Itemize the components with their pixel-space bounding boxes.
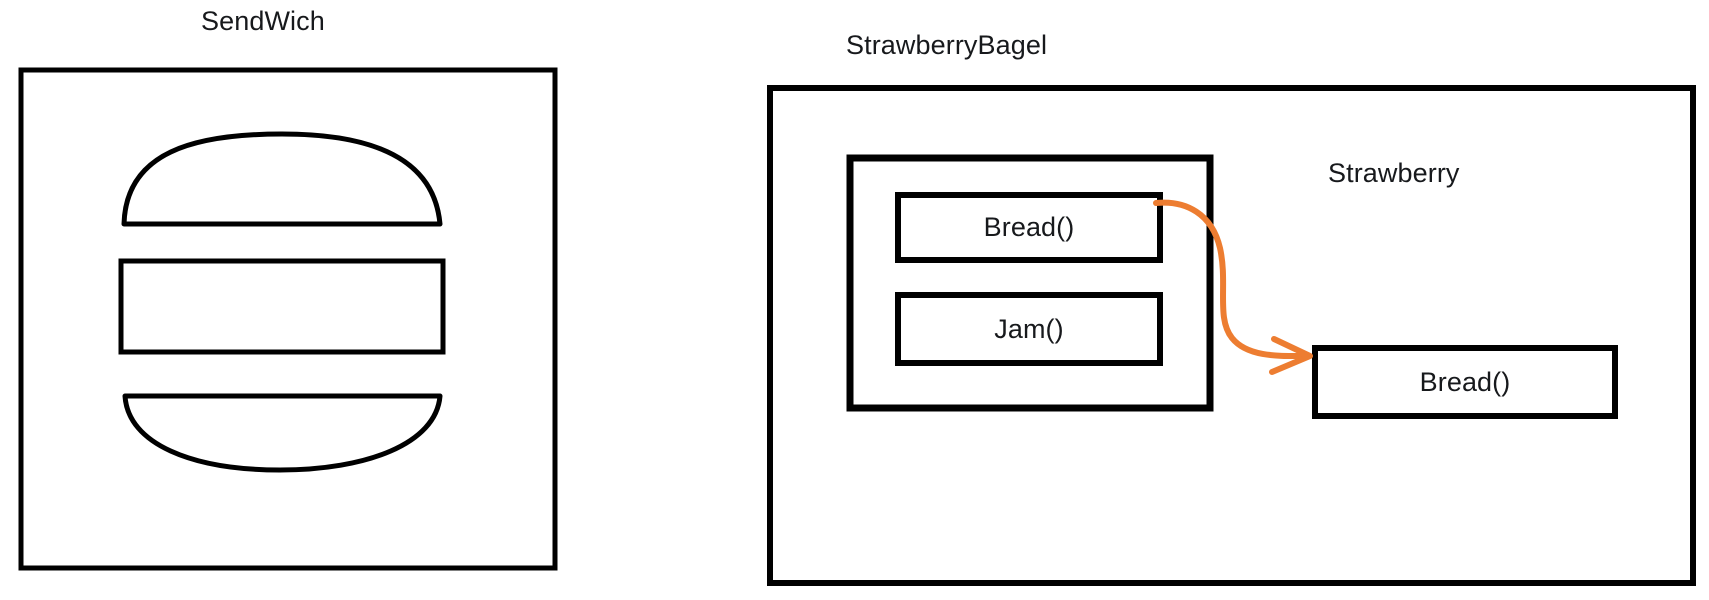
override-arrow-head — [1269, 336, 1313, 375]
sendwich-caption: SendWich — [201, 6, 325, 36]
patty-shape — [118, 258, 446, 355]
method-group-frame — [846, 154, 1214, 412]
jam-inner-box[interactable] — [895, 292, 1163, 366]
bread-inner-label[interactable]: Bread() — [983, 212, 1075, 242]
strawberrybagel-frame — [767, 85, 1696, 586]
jam-inner-label[interactable]: Jam() — [994, 313, 1064, 344]
bread-inner-box[interactable] — [895, 192, 1163, 263]
strawberry-label: Strawberry — [1328, 158, 1460, 188]
sendwich-frame — [18, 67, 558, 571]
bread-outer-label[interactable]: Bread() — [1419, 366, 1511, 397]
bottom-bun-shape — [122, 393, 443, 473]
bread-outer-box[interactable] — [1312, 345, 1618, 419]
strawberrybagel-caption: StrawberryBagel — [846, 30, 1048, 60]
override-arrow-line — [1153, 199, 1309, 360]
top-bun-shape — [121, 131, 443, 227]
